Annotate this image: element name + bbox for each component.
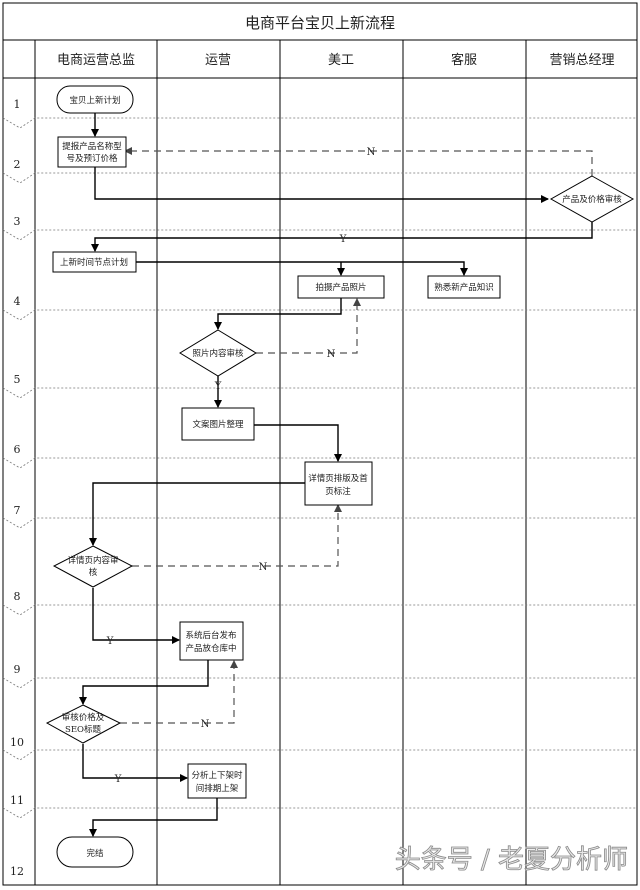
publish-process (179, 621, 244, 661)
connector-photo-to-review (214, 298, 342, 330)
diagram-title: 电商平台宝贝上新流程 (245, 14, 395, 32)
photo-process (297, 275, 385, 299)
submit-process (57, 136, 127, 168)
lane-header-customer-service: 客服 (451, 52, 477, 68)
connector-submit-to-price-review (94, 167, 549, 203)
lane-header-director: 电商运营总监 (57, 53, 135, 68)
start-terminal (56, 85, 134, 114)
photo-label: 拍摄产品照片 (315, 282, 366, 293)
analyze-process (187, 763, 247, 799)
copy-process (181, 407, 255, 441)
analyze-label-line2: 间排期上架 (196, 783, 239, 794)
connector-price-review-no (124, 147, 593, 176)
connector-price-review-yes (91, 222, 593, 252)
connector-analyze-to-end (89, 798, 218, 837)
edge-label-no: N (201, 719, 210, 730)
row-separators (2, 117, 637, 819)
connector-detail-to-review (89, 482, 305, 546)
row-number: 1 (14, 98, 21, 111)
product-knowledge-label: 熟悉新产品知识 (434, 282, 494, 293)
analyze-label-line1: 分析上下架时 (191, 770, 243, 781)
connector-seo-review-yes (82, 744, 188, 782)
edge-label-no: N (367, 147, 376, 158)
launch-plan-label: 上新时间节点计划 (60, 257, 128, 268)
lane-header-marketing-gm: 营销总经理 (549, 53, 614, 68)
branch-labels: N Y N Y N Y N Y (106, 147, 376, 785)
lane-headers: 电商运营总监 运营 美工 客服 营销总经理 (57, 52, 615, 68)
edge-label-yes: Y (214, 381, 222, 392)
seo-review-label-line1: 审核价格及 (62, 712, 105, 723)
detail-review-label-line1: 详情页内容审 (67, 555, 118, 566)
row-number: 7 (14, 504, 21, 517)
connector-photo-review-no (256, 298, 361, 354)
launch-plan-process (52, 251, 137, 273)
end-terminal (56, 836, 134, 868)
photo-review-decision (179, 329, 257, 377)
edge-label-no: N (327, 349, 336, 360)
connector-publish-to-seo-review (79, 660, 209, 705)
solid-connectors (79, 113, 593, 837)
publish-label-line1: 系统后台发布 (185, 630, 236, 641)
price-review-label: 产品及价格审核 (562, 194, 622, 205)
row-number: 4 (14, 295, 21, 308)
edge-label-yes: Y (339, 234, 347, 245)
row-number: 5 (14, 373, 21, 386)
row-number: 3 (14, 215, 21, 228)
seo-review-decision (45, 704, 122, 744)
lane-header-operations: 运营 (205, 53, 231, 68)
connector-copy-to-detail (254, 424, 342, 462)
end-label: 完结 (86, 848, 103, 859)
publish-label-line2: 产品放仓库中 (185, 643, 236, 654)
edge-label-yes: Y (106, 636, 114, 647)
connector-seo-review-no (120, 660, 238, 724)
connector-detail-review-no (132, 504, 342, 567)
detail-page-process (304, 461, 373, 506)
edge-label-yes: Y (114, 774, 122, 785)
row-number: 9 (14, 663, 21, 676)
seo-review-label-line2: SEO标题 (65, 724, 101, 735)
row-number: 8 (14, 590, 21, 603)
start-label: 宝贝上新计划 (69, 95, 120, 106)
detail-page-label-line1: 详情页排版及首 (308, 473, 368, 484)
product-knowledge-process (427, 275, 501, 299)
row-number: 11 (10, 794, 24, 807)
dashed-connectors (120, 147, 593, 724)
row-number: 10 (10, 736, 24, 749)
row-number: 2 (14, 158, 21, 171)
watermark: 头条号 / 老夏分析师 (395, 845, 628, 875)
detail-review-label-line2: 核 (89, 567, 98, 578)
row-number: 6 (14, 443, 21, 456)
detail-review-decision (52, 545, 134, 588)
connector-detail-review-yes (92, 588, 180, 644)
copy-label: 文案图片整理 (192, 419, 244, 430)
detail-page-label-line2: 页标注 (325, 486, 351, 497)
connector-plan-to-knowledge (136, 261, 468, 276)
submit-label-line1: 提报产品名称型 (62, 141, 122, 152)
price-review-decision (549, 175, 635, 223)
row-number: 12 (10, 865, 24, 878)
nodes: 宝贝上新计划 提报产品名称型 号及预订价格 产品及价格审核 上新时间节点计划 拍… (45, 85, 635, 868)
row-numbers: 1 2 3 4 5 6 7 8 9 10 11 12 (10, 98, 24, 878)
edge-label-no: N (259, 562, 268, 573)
photo-review-label: 照片内容审核 (192, 348, 244, 359)
submit-label-line2: 号及预订价格 (66, 153, 118, 164)
lane-header-designer: 美工 (328, 53, 354, 68)
